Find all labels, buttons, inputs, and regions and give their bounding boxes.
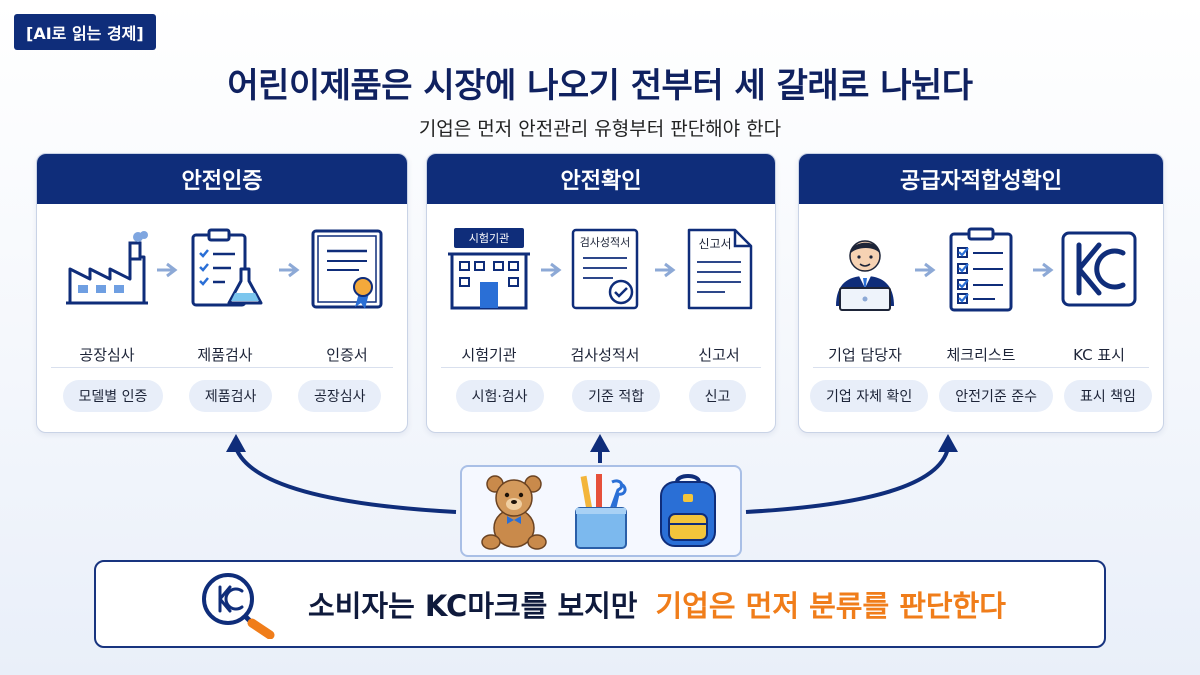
step-label: 기업 담당자 bbox=[828, 346, 902, 364]
pill: 공장심사 bbox=[297, 380, 382, 412]
series-tag: [AI로 읽는 경제] bbox=[14, 14, 156, 50]
arrow-right-icon bbox=[655, 262, 676, 278]
card-title: 안전인증 bbox=[37, 154, 407, 204]
certificate-icon bbox=[311, 229, 383, 309]
step-certificate: 인증서 bbox=[297, 224, 397, 365]
arrow-right-icon bbox=[279, 262, 300, 278]
card-supplier-conformity: 공급자적합성확인 기업 담당자 bbox=[798, 153, 1164, 433]
step-label: 공장심사 bbox=[79, 346, 135, 364]
step-report-form: 신고서 신고서 bbox=[669, 224, 769, 365]
step-label: 체크리스트 bbox=[946, 346, 1016, 364]
factory-icon bbox=[66, 231, 148, 305]
page-title: 어린이제품은 시장에 나오기 전부터 세 갈래로 나뉜다 bbox=[227, 66, 973, 106]
pencil-cup-icon bbox=[575, 474, 627, 549]
teddy-bear-icon bbox=[481, 475, 547, 550]
pill: 기업 자체 확인 bbox=[810, 380, 929, 412]
checklist-icon bbox=[949, 227, 1013, 312]
arrow-to-card-1 bbox=[234, 447, 457, 514]
step-kc-mark: KC 표시 bbox=[1049, 224, 1149, 365]
divider bbox=[51, 367, 393, 368]
step-label: 신고서 bbox=[698, 346, 740, 364]
building-icon: 시험기관 bbox=[448, 228, 530, 310]
pill: 안전기준 준수 bbox=[939, 380, 1053, 412]
page-subtitle: 기업은 먼저 안전관리 유형부터 판단해야 한다 bbox=[418, 118, 782, 140]
pill: 기준 적합 bbox=[572, 380, 661, 412]
checklist-flask-icon bbox=[191, 228, 263, 307]
pill: 신고 bbox=[688, 380, 747, 412]
document-icon: 신고서 bbox=[687, 228, 753, 310]
divider bbox=[441, 367, 761, 368]
building-sign: 시험기관 bbox=[469, 232, 509, 245]
arrow-right-icon bbox=[915, 262, 936, 278]
pill: 모델별 인증 bbox=[62, 380, 164, 412]
arrow-right-icon bbox=[1033, 262, 1054, 278]
step-label: 검사성적서 bbox=[570, 346, 640, 364]
report-icon: 검사성적서 bbox=[571, 228, 639, 310]
backpack-icon bbox=[660, 474, 716, 547]
document-title: 신고서 bbox=[698, 237, 731, 251]
arrow-right-icon bbox=[541, 262, 562, 278]
message-highlight: 기업은 먼저 분류를 판단한다 bbox=[655, 589, 1006, 623]
step-label: KC 표시 bbox=[1073, 346, 1125, 364]
arrowhead-center bbox=[590, 434, 610, 452]
arrowhead-right bbox=[938, 434, 958, 452]
step-label: 제품검사 bbox=[197, 346, 253, 364]
step-label: 시험기관 bbox=[461, 346, 517, 364]
card-title: 안전확인 bbox=[427, 154, 775, 204]
step-testing-agency: 시험기관 시험기관 bbox=[439, 224, 539, 365]
product-box bbox=[460, 465, 742, 557]
card-title: 공급자적합성확인 bbox=[799, 154, 1163, 204]
pill: 제품검사 bbox=[188, 380, 273, 412]
step-label: 인증서 bbox=[326, 346, 368, 364]
step-product-test: 제품검사 bbox=[175, 224, 275, 365]
divider bbox=[813, 367, 1149, 368]
step-company-manager: 기업 담당자 bbox=[815, 224, 915, 365]
bottom-message-box: 소비자는 KC마크를 보지만 기업은 먼저 분류를 판단한다 bbox=[94, 560, 1106, 648]
person-laptop-icon bbox=[836, 240, 894, 311]
card-safety-confirmation: 안전확인 시험기관 시험기관 bbox=[426, 153, 776, 433]
arrowhead-left bbox=[226, 434, 246, 452]
arrow-right-icon bbox=[157, 262, 178, 278]
step-checklist: 체크리스트 bbox=[931, 224, 1031, 365]
message-main: 소비자는 KC마크를 보지만 bbox=[308, 589, 638, 623]
step-factory-audit: 공장심사 bbox=[57, 224, 157, 365]
step-test-report: 검사성적서 검사성적서 bbox=[555, 224, 655, 365]
report-title: 검사성적서 bbox=[580, 236, 631, 249]
pill: 시험·검사 bbox=[455, 380, 544, 412]
kc-magnifier-icon bbox=[202, 573, 275, 639]
kc-mark-icon bbox=[1061, 231, 1137, 307]
arrow-to-card-3 bbox=[745, 447, 950, 514]
card-safety-certification: 안전인증 공장심사 bbox=[36, 153, 408, 433]
pill: 표시 책임 bbox=[1063, 380, 1152, 412]
